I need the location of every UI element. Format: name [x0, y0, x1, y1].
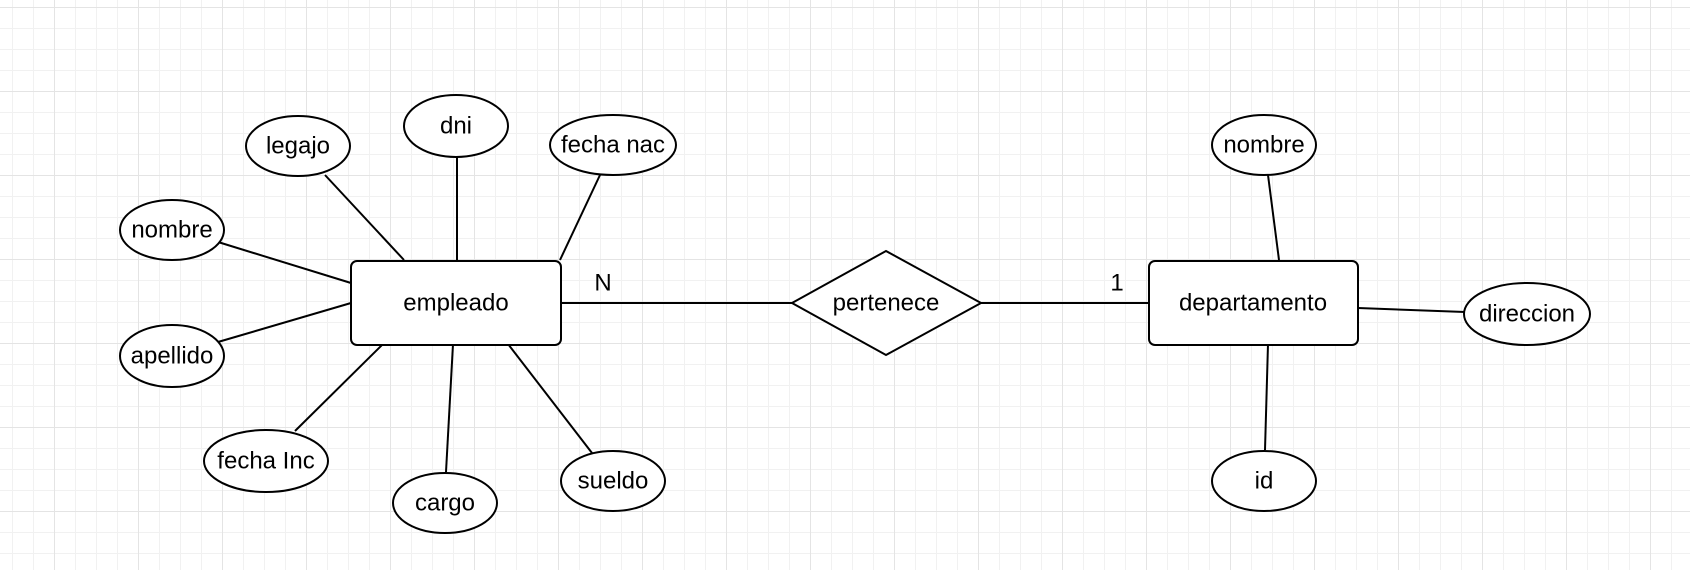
attribute-nombre-empleado-label: nombre: [131, 216, 212, 243]
connectors: [217, 157, 1466, 473]
edge-departamento-nombre: [1267, 174, 1280, 261]
attribute-cargo-label: cargo: [415, 489, 475, 516]
attribute-nombre-departamento[interactable]: nombre: [1211, 114, 1317, 176]
edge-empleado-sueldo: [507, 343, 593, 454]
attribute-legajo[interactable]: legajo: [245, 115, 351, 177]
edge-empleado-nombre: [217, 241, 352, 284]
attribute-sueldo-label: sueldo: [578, 467, 649, 494]
relationship-pertenece[interactable]: pertenece: [789, 249, 984, 357]
edge-departamento-id: [1264, 343, 1269, 451]
cardinality-n-label: N: [594, 269, 611, 296]
edge-empleado-fecha-inc: [294, 343, 384, 432]
attribute-id-label: id: [1255, 467, 1274, 494]
entity-empleado-label: empleado: [403, 289, 508, 316]
edge-empleado-legajo: [324, 174, 405, 261]
attribute-dni-label: dni: [440, 112, 472, 139]
attribute-nombre-departamento-label: nombre: [1223, 131, 1304, 158]
entity-departamento-label: departamento: [1179, 289, 1327, 316]
entity-empleado[interactable]: empleado: [350, 260, 562, 346]
attribute-nombre-empleado[interactable]: nombre: [119, 199, 225, 261]
entity-departamento[interactable]: departamento: [1148, 260, 1359, 346]
attribute-dni[interactable]: dni: [403, 94, 509, 158]
attribute-id[interactable]: id: [1211, 450, 1317, 512]
attribute-fecha-nac[interactable]: fecha nac: [549, 114, 677, 176]
attribute-cargo[interactable]: cargo: [392, 472, 498, 534]
edge-departamento-direccion: [1357, 307, 1466, 313]
attribute-direccion[interactable]: direccion: [1463, 282, 1591, 346]
attribute-fecha-inc-label: fecha Inc: [217, 447, 314, 474]
attribute-legajo-label: legajo: [266, 132, 330, 159]
attribute-fecha-inc[interactable]: fecha Inc: [203, 429, 329, 493]
relationship-pertenece-label: pertenece: [833, 289, 940, 316]
edge-empleado-apellido: [217, 302, 352, 343]
attribute-fecha-nac-label: fecha nac: [561, 131, 665, 158]
attribute-sueldo[interactable]: sueldo: [560, 450, 666, 512]
attribute-direccion-label: direccion: [1479, 300, 1575, 327]
edge-empleado-cargo: [445, 343, 454, 473]
attribute-apellido-label: apellido: [131, 342, 214, 369]
cardinality-1-label: 1: [1110, 269, 1123, 296]
edge-empleado-fecha-nac: [559, 174, 601, 261]
attribute-apellido[interactable]: apellido: [119, 324, 225, 388]
